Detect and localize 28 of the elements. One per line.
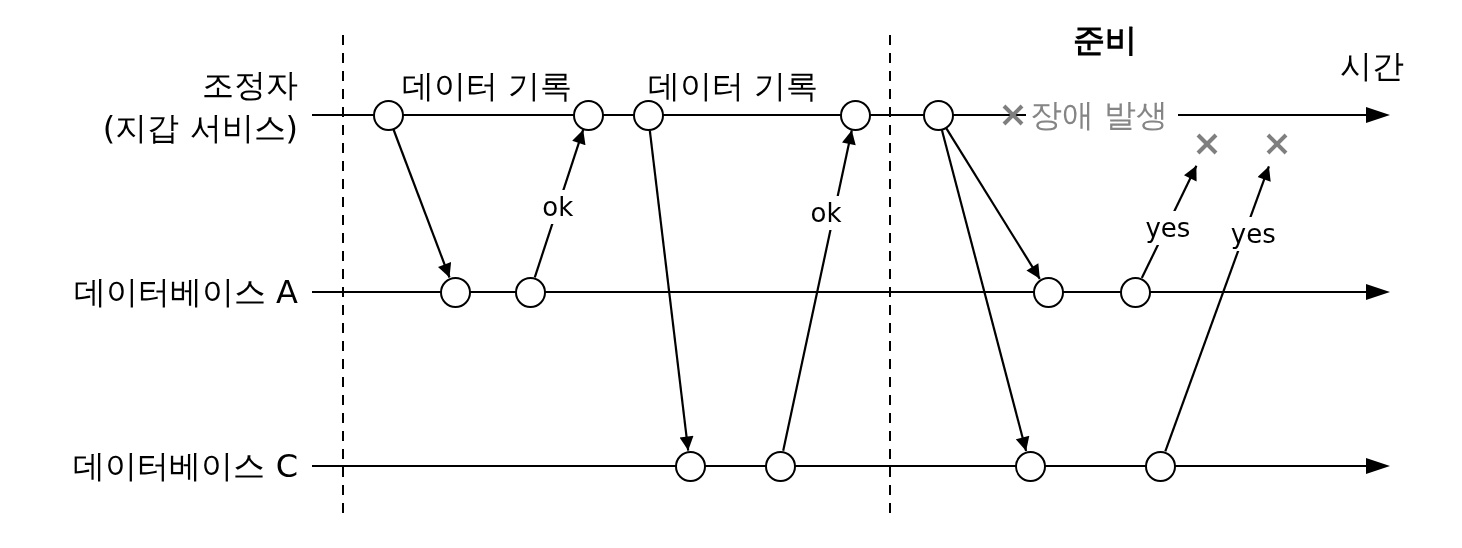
arrow — [945, 127, 1041, 280]
lane-label: 데이터베이스 C — [73, 446, 298, 486]
arrow — [392, 129, 452, 278]
phase-label: 데이터 기록 — [401, 66, 573, 106]
event-circle — [922, 99, 954, 131]
event-circle — [514, 276, 546, 308]
event-circle — [1014, 450, 1046, 482]
phase-label: 준비 — [1073, 20, 1137, 60]
event-circle — [764, 450, 796, 482]
event-circle — [1144, 450, 1176, 482]
event-circle — [674, 450, 706, 482]
arrow — [940, 129, 1030, 452]
event-circle — [572, 99, 604, 131]
cross-mark-icon — [1266, 133, 1288, 155]
lane-label: 데이터베이스 A — [73, 272, 298, 312]
cross-mark-icon — [1002, 104, 1024, 126]
arrow — [782, 129, 856, 452]
event-circle — [372, 99, 404, 131]
arrow — [648, 130, 694, 451]
event-circle — [1032, 276, 1064, 308]
lane-label: 조정자 (지갑 서비스) — [101, 64, 298, 149]
arrow — [1164, 165, 1271, 452]
event-circle — [839, 99, 871, 131]
event-circle — [439, 276, 471, 308]
axis-label: 시간 — [1340, 46, 1404, 86]
phase-label: 데이터 기록 — [647, 66, 819, 106]
cross-mark-icon — [1196, 133, 1218, 155]
event-circle — [1119, 276, 1151, 308]
